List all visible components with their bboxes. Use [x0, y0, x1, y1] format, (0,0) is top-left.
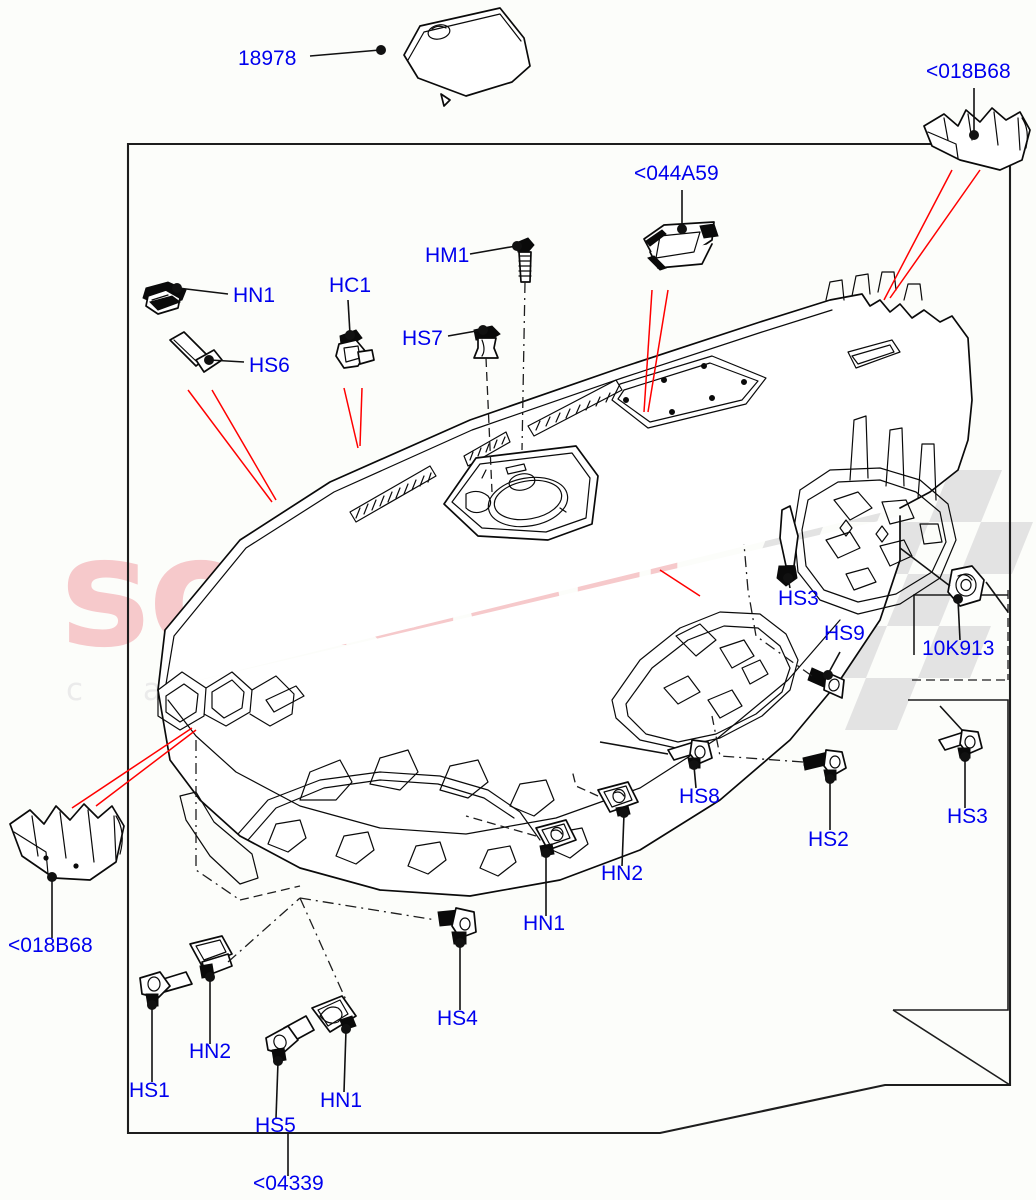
callout-label-c2: <018B68 [926, 60, 1011, 83]
part-HS5-stud-screw [265, 1015, 315, 1063]
part-HS4-screw [437, 907, 477, 945]
callout-label-c21: HN1 [320, 1089, 362, 1112]
callout-label-c20: HS1 [129, 1079, 170, 1102]
part-HN1-mid-nutclip [535, 819, 577, 857]
part-HN2-mid-nutclip [597, 781, 639, 817]
construction-lines [195, 281, 1009, 1001]
callout-label-c15: HN2 [601, 862, 643, 885]
callout-label-c5: HN1 [233, 284, 275, 307]
callout-label-c22: HS5 [255, 1114, 296, 1137]
callout-label-c16: HN1 [523, 912, 565, 935]
callout-label-c7: HS7 [402, 327, 443, 350]
part-HN2-lower-nutclip [189, 935, 233, 979]
callout-label-c9: HS3 [778, 587, 819, 610]
callout-label-c17: <018B68 [8, 934, 93, 957]
callout-label-c3: <044A59 [634, 162, 719, 185]
leader-lines [47, 45, 979, 1176]
callout-label-c8: HS6 [249, 354, 290, 377]
part-18978-cover [403, 7, 531, 107]
callout-label-c6: HC1 [329, 274, 371, 297]
callout-label-c12: HS8 [679, 785, 720, 808]
part-HS2-screw [802, 749, 847, 781]
callout-label-c4: HM1 [425, 244, 469, 267]
callout-label-c14: HS3 [947, 805, 988, 828]
callout-label-c10: HS9 [824, 622, 865, 645]
red-leader-lines [71, 169, 981, 809]
callout-label-c11: 10K913 [922, 637, 994, 660]
part-018B68-lower-bracket [9, 803, 125, 881]
callout-label-c1: 18978 [238, 47, 296, 70]
part-044A59-module [643, 221, 719, 271]
callout-label-c18: HS4 [437, 1007, 478, 1030]
callout-label-c19: HN2 [189, 1040, 231, 1063]
callout-label-c13: HS2 [808, 828, 849, 851]
hs3-box-diag [892, 1009, 1011, 1086]
diagram-frame [126, 142, 1012, 1135]
hs3-box [893, 699, 1009, 1011]
callout-label-c23: <04339 [253, 1172, 324, 1195]
